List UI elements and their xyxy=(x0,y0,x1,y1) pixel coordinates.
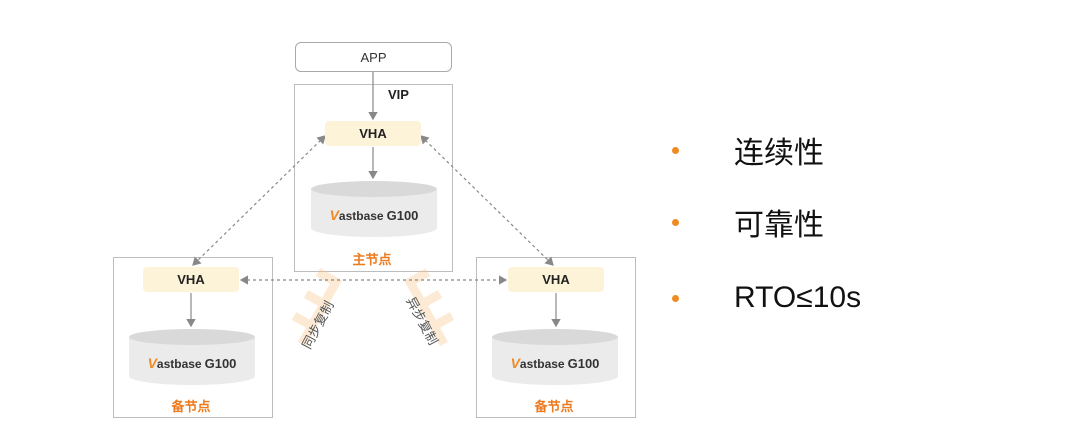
standby-node-right-label: 备节点 xyxy=(534,399,574,414)
primary-left-heartbeat-line xyxy=(192,135,326,266)
vha-standby-left: VHA xyxy=(143,267,239,292)
bullet-dot-icon xyxy=(672,294,679,302)
app-box: APP xyxy=(295,42,452,72)
vha-standby-right: VHA xyxy=(508,267,604,292)
vha-primary: VHA xyxy=(325,121,421,146)
feature-text: RTO≤10s xyxy=(734,281,862,314)
feature-text: 连续性 xyxy=(734,137,824,170)
feature-item-continuity: 连续性 xyxy=(672,130,824,170)
primary-node-label: 主节点 xyxy=(352,252,392,267)
standby-node-left-label: 备节点 xyxy=(171,399,211,414)
feature-item-rto: RTO≤10s xyxy=(672,278,861,318)
feature-item-reliability: 可靠性 xyxy=(672,202,824,242)
vip-label: VIP xyxy=(388,87,409,102)
bullet-dot-icon xyxy=(672,146,679,154)
database-cylinder-icon xyxy=(492,329,618,385)
feature-text: 可靠性 xyxy=(734,209,824,242)
database-cylinder-icon xyxy=(129,329,255,385)
database-cylinder-icon xyxy=(311,181,437,237)
bullet-dot-icon xyxy=(672,218,679,226)
primary-right-heartbeat-line xyxy=(420,135,554,266)
